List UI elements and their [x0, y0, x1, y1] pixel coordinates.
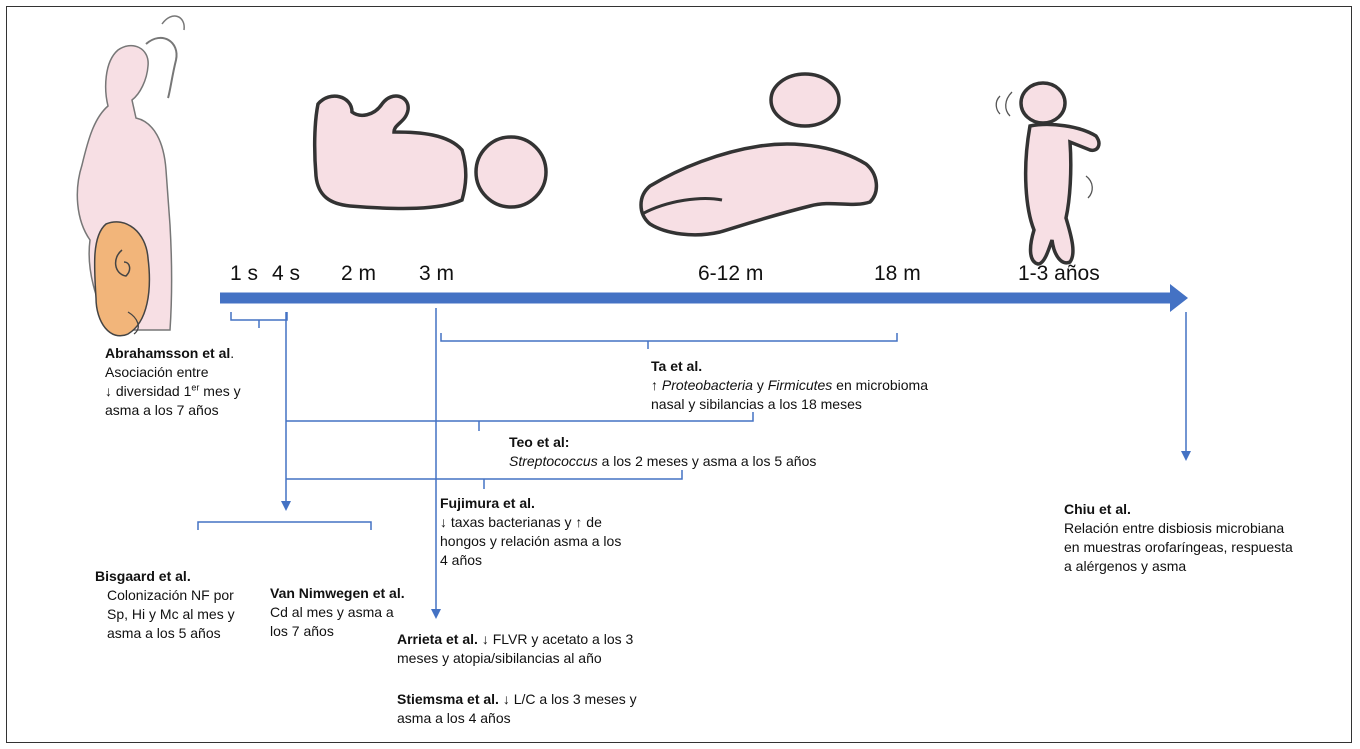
- tick-4s: 4 s: [272, 262, 300, 286]
- tick-2m: 2 m: [341, 262, 376, 286]
- author-abrahamsson: Abrahamsson et al: [105, 345, 230, 361]
- pregnant-woman-icon: [77, 16, 184, 336]
- tick-6-12m: 6-12 m: [698, 262, 763, 286]
- timeline-arrow: [220, 284, 1188, 312]
- tick-3m: 3 m: [419, 262, 454, 286]
- tick-1-3-years: 1-3 años: [1018, 262, 1100, 286]
- newborn-icon: [315, 96, 546, 208]
- author-bisgaard: Bisgaard et al.: [95, 568, 191, 584]
- study-ta: Ta et al. ↑ Proteobacteria y Firmicutes …: [651, 357, 928, 414]
- study-bisgaard: Bisgaard et al. Colonización NF por Sp, …: [95, 567, 235, 643]
- bracket-abrahamsson: [231, 312, 287, 320]
- tick-1s: 1 s: [230, 262, 258, 286]
- crawling-baby-icon: [641, 74, 876, 235]
- study-van-nimwegen: Van Nimwegen et al. Cd al mes y asma a l…: [270, 584, 405, 641]
- author-teo: Teo et al:: [509, 434, 569, 450]
- author-stiemsma: Stiemsma et al.: [397, 691, 499, 707]
- bracket-ta: [441, 333, 897, 341]
- author-ta: Ta et al.: [651, 358, 702, 374]
- tick-18m: 18 m: [874, 262, 921, 286]
- author-van-nimwegen: Van Nimwegen et al.: [270, 585, 405, 601]
- study-arrieta: Arrieta et al. ↓ FLVR y acetato a los 3 …: [397, 630, 633, 668]
- author-arrieta: Arrieta et al.: [397, 631, 478, 647]
- study-abrahamsson: Abrahamsson et al. Asociación entre ↓ di…: [105, 344, 241, 420]
- author-chiu: Chiu et al.: [1064, 501, 1131, 517]
- study-teo: Teo et al: Streptococcus a los 2 meses y…: [509, 433, 816, 471]
- bracket-colonization: [198, 522, 371, 530]
- author-fujimura: Fujimura et al.: [440, 495, 535, 511]
- bracket-fujimura: [286, 470, 682, 479]
- study-stiemsma: Stiemsma et al. ↓ L/C a los 3 meses y as…: [397, 690, 637, 728]
- study-chiu: Chiu et al. Relación entre disbiosis mic…: [1064, 500, 1293, 576]
- toddler-icon: [996, 83, 1099, 264]
- study-fujimura: Fujimura et al. ↓ taxas bacterianas y ↑ …: [440, 494, 621, 570]
